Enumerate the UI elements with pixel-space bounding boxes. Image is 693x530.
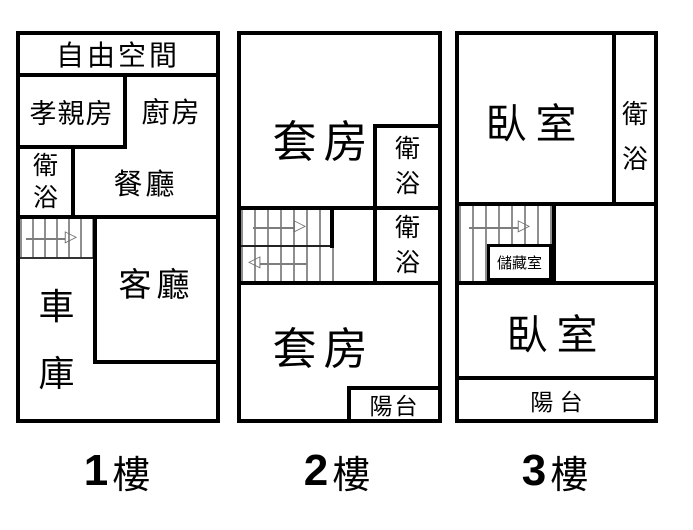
room-storage-3f: 儲藏室 xyxy=(487,244,552,281)
room-bathroom-1f-label: 衛浴 xyxy=(32,151,58,213)
room-bathroom-lower-2f-label: 衛浴 xyxy=(394,213,420,277)
room-suite-upper-2f: 套房 xyxy=(241,90,406,185)
room-dining: 餐廳 xyxy=(75,149,216,215)
room-balcony-2f-label: 陽台 xyxy=(369,392,420,419)
floor-1-number: 1 xyxy=(83,446,109,495)
room-bedroom-upper-3f: 臥室 xyxy=(459,75,612,165)
room-bedroom-lower-3f: 臥室 xyxy=(459,285,654,376)
room-living: 客廳 xyxy=(97,219,216,344)
room-suite-lower-2f-label: 套房 xyxy=(272,325,375,374)
room-parents-room-label: 孝親房 xyxy=(29,98,114,129)
room-living-label: 客廳 xyxy=(118,265,195,303)
floor-1-plan: 自由空間 孝親房 廚房 衛浴 餐廳 ▷ 客廳 車 xyxy=(16,31,220,423)
wall xyxy=(20,145,127,149)
wall xyxy=(373,128,377,206)
room-storage-3f-label: 儲藏室 xyxy=(496,255,542,272)
floor-2-suffix: 樓 xyxy=(332,454,371,497)
room-balcony-2f: 陽台 xyxy=(351,388,438,419)
wall xyxy=(241,281,438,285)
room-parents-room: 孝親房 xyxy=(20,77,123,145)
wall xyxy=(459,281,654,285)
room-garage-label: 車庫 xyxy=(38,286,75,394)
wall xyxy=(347,390,351,419)
wall xyxy=(241,206,438,210)
floor-3-plan: 臥室 衛浴 ▷ 儲藏室 臥室 陽 台 xyxy=(455,31,658,423)
room-bedroom-upper-3f-label: 臥室 xyxy=(485,101,586,147)
wall xyxy=(373,210,377,281)
room-bathroom-1f: 衛浴 xyxy=(20,149,71,215)
wall xyxy=(97,360,216,364)
floor-2-number: 2 xyxy=(303,446,329,495)
room-bathroom-lower-2f: 衛浴 xyxy=(377,210,438,281)
floor-1-suffix: 樓 xyxy=(112,454,151,497)
floor-label-1: 1 樓 xyxy=(52,445,182,497)
wall xyxy=(373,124,438,128)
room-balcony-3f-label: 陽 台 xyxy=(530,388,583,415)
floor-3-suffix: 樓 xyxy=(550,454,589,497)
floor-2-plan: 套房 衛浴 ▷ ◁ 衛浴 套房 陽台 xyxy=(237,31,442,423)
room-kitchen: 廚房 xyxy=(127,77,216,145)
floor-label-3: 3 樓 xyxy=(490,445,620,497)
wall xyxy=(552,206,556,281)
wall xyxy=(123,77,127,149)
wall xyxy=(71,149,75,215)
room-balcony-3f: 陽 台 xyxy=(459,380,654,419)
room-bathroom-3f: 衛浴 xyxy=(616,73,654,200)
room-bathroom-3f-label: 衛浴 xyxy=(621,98,648,174)
wall xyxy=(612,35,616,206)
floor-label-2: 2 樓 xyxy=(272,445,402,497)
floor-3-number: 3 xyxy=(521,446,547,495)
wall xyxy=(330,210,334,248)
room-suite-upper-2f-label: 套房 xyxy=(272,117,375,167)
stair-landing-3f xyxy=(459,248,487,281)
wall xyxy=(20,73,216,77)
room-bathroom-upper-2f: 衛浴 xyxy=(377,128,438,206)
room-bathroom-upper-2f-label: 衛浴 xyxy=(394,135,420,198)
room-suite-lower-2f: 套房 xyxy=(241,300,406,390)
room-kitchen-label: 廚房 xyxy=(141,97,202,128)
stairs-3f: ▷ xyxy=(459,206,552,248)
stair-divider xyxy=(241,245,334,247)
stair-up-arrow-icon: ▷ xyxy=(253,218,306,235)
stair-up-arrow-icon: ▷ xyxy=(26,229,77,246)
room-bedroom-lower-3f-label: 臥室 xyxy=(506,311,607,358)
wall xyxy=(20,215,216,219)
wall xyxy=(347,386,438,390)
room-free-space-label: 自由空間 xyxy=(55,40,180,71)
room-dining-label: 餐廳 xyxy=(113,169,178,201)
stairs-2f: ▷ ◁ xyxy=(241,210,334,281)
stair-treads xyxy=(459,248,487,281)
room-free-space: 自由空間 xyxy=(20,35,216,73)
wall xyxy=(459,202,654,206)
wall xyxy=(459,376,654,380)
stair-up-arrow-icon: ▷ xyxy=(469,218,530,235)
room-garage: 車庫 xyxy=(20,263,93,419)
stair-down-arrow-icon: ◁ xyxy=(248,254,307,271)
wall xyxy=(93,219,97,364)
stairs-1f: ▷ xyxy=(20,219,93,259)
